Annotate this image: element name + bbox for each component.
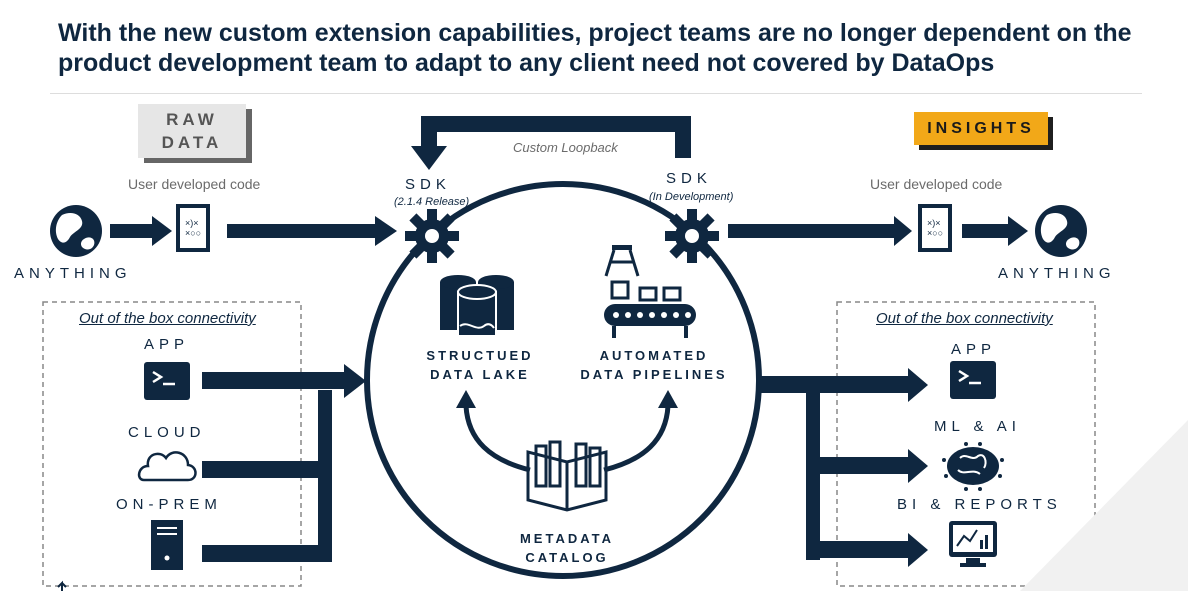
right-ooc-title: Out of the box connectivity xyxy=(876,310,1053,327)
brain-icon xyxy=(942,442,1004,491)
bi-reports-label: BI & REPORTS xyxy=(897,496,1062,513)
database-icon xyxy=(440,275,514,337)
right-user-code-label: User developed code xyxy=(870,176,1003,192)
data-pipelines-label: AUTOMATED DATA PIPELINES xyxy=(580,348,728,382)
left-app-label: APP xyxy=(144,336,190,353)
sdk-right-gear-icon[interactable] xyxy=(665,209,719,263)
title-divider xyxy=(50,93,1142,94)
catalog-curved-arrows xyxy=(456,390,678,473)
server-icon xyxy=(151,520,183,570)
sdk-right-status: (In Development) xyxy=(649,191,734,203)
left-user-code-label: User developed code xyxy=(128,176,261,192)
right-app-label: APP xyxy=(951,341,997,358)
raw-data-label: RAW DATA xyxy=(138,104,246,158)
right-user-code-icon xyxy=(918,204,952,252)
insights-label: INSIGHTS xyxy=(914,112,1048,145)
input-flow-arrows xyxy=(110,216,397,246)
cloud-label: CLOUD xyxy=(128,424,206,441)
metadata-catalog-label: METADATA CATALOG xyxy=(519,531,615,565)
sdk-left-label: SDK xyxy=(405,176,451,193)
onprem-label: ON-PREM xyxy=(116,496,222,513)
left-anything-label: ANYTHING xyxy=(14,265,132,282)
cloud-icon xyxy=(137,451,197,482)
page-title: With the new custom extension capabiliti… xyxy=(58,19,1132,77)
data-lake-label: STRUCTUED DATA LAKE xyxy=(426,348,534,382)
right-connector-lines xyxy=(760,368,928,567)
left-ooc-title: Out of the box connectivity xyxy=(79,310,256,327)
right-anything-label: ANYTHING xyxy=(998,265,1116,282)
sdk-left-release: (2.1.4 Release) xyxy=(394,196,470,208)
left-user-code-icon xyxy=(176,204,210,252)
corner-decoration xyxy=(1020,420,1188,591)
platform-circle xyxy=(364,181,762,579)
left-connectivity-box xyxy=(42,301,302,587)
app-terminal-icon xyxy=(142,360,192,402)
bottom-arrow-icon xyxy=(57,580,67,591)
monitor-chart-icon xyxy=(949,521,997,567)
sdk-left-gear-icon[interactable] xyxy=(405,209,459,263)
output-flow-arrows xyxy=(728,216,1028,246)
mlai-label: ML & AI xyxy=(934,418,1021,435)
right-app-terminal-icon xyxy=(948,359,998,401)
catalog-book-icon xyxy=(526,440,608,512)
left-globe-icon xyxy=(50,205,102,257)
custom-loopback-label: Custom Loopback xyxy=(513,140,618,155)
right-connectivity-box xyxy=(836,301,1096,587)
left-connector-lines xyxy=(202,364,366,562)
conveyor-pipeline-icon xyxy=(604,245,696,338)
loopback-arrow xyxy=(411,116,691,170)
sdk-right-label: SDK xyxy=(666,170,712,187)
right-globe-icon xyxy=(1035,205,1087,257)
